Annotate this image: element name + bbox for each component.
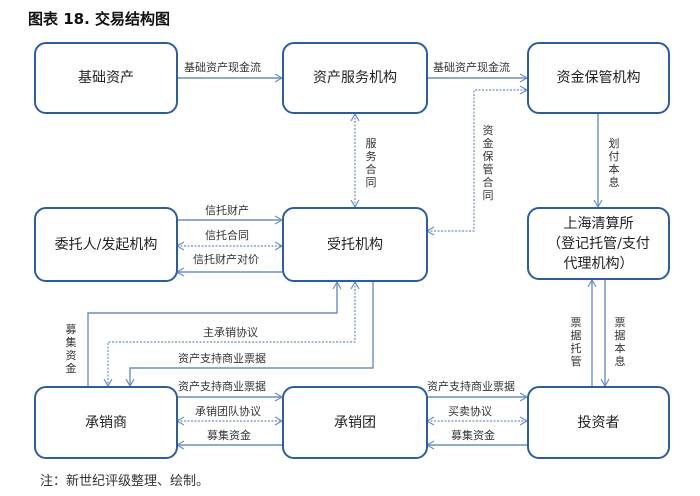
node-settlor: 委托人/发起机构 (34, 207, 178, 282)
label-trust-property: 信托财产 (205, 204, 249, 217)
label-trust-consideration: 信托财产对价 (193, 253, 259, 266)
source-note: 注：新世纪评级整理、绘制。 (40, 474, 210, 489)
node-lead-underwriter: 承销商 (34, 386, 178, 459)
node-underlying-assets: 基础资产 (34, 42, 178, 114)
label-syndicate-funds: 募集资金 (207, 429, 251, 442)
label-trust-contract: 信托合同 (205, 229, 249, 242)
figure-title: 图表 18. 交易结构图 (28, 10, 171, 28)
label-syndicate-agreement: 承销团队协议 (195, 405, 261, 418)
label-lead-underwriting-agreement: 主承销协议 (203, 326, 258, 339)
node-investor: 投资者 (527, 386, 670, 459)
label-investor-funds: 募集资金 (451, 429, 495, 442)
label-custody-contract: 资金保管合同 (482, 124, 494, 202)
label-service-contract: 服务合同 (365, 137, 377, 189)
label-servicer-to-custodian: 基础资产现金流 (433, 61, 510, 74)
node-custodian: 资金保管机构 (527, 42, 670, 114)
node-syndicate: 承销团 (282, 386, 428, 459)
label-sale-agreement: 买卖协议 (448, 405, 492, 418)
label-pay-principal-interest: 划付本息 (608, 137, 620, 189)
label-abcp-to-investor: 资产支持商业票据 (427, 380, 515, 393)
label-abcp-to-syndicate: 资产支持商业票据 (178, 380, 266, 393)
node-trustee: 受托机构 (282, 207, 428, 282)
edge-lead-underwriting-agreement (103, 280, 360, 388)
label-raise-funds: 募集资金 (65, 323, 77, 375)
label-abcp-from-trustee: 资产支持商业票据 (178, 352, 266, 365)
node-clearing-house: 上海清算所 （登记托管/支付 代理机构） (527, 207, 670, 280)
edge-custody-contract (425, 85, 529, 236)
label-note-principal-interest: 票据本息 (614, 316, 626, 368)
label-note-custody: 票据托管 (570, 316, 582, 368)
node-asset-servicer: 资产服务机构 (282, 42, 428, 114)
label-assets-to-servicer: 基础资产现金流 (184, 61, 261, 74)
